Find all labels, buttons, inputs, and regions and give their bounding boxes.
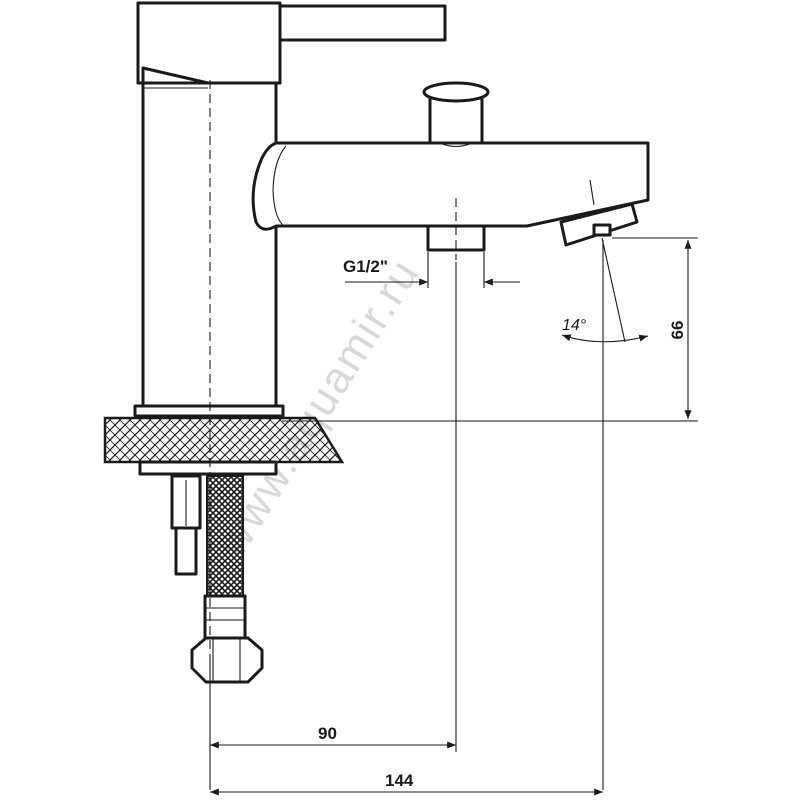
dimension-144: 144	[210, 771, 603, 796]
dimension-144-label: 144	[385, 771, 414, 790]
diverter-knob	[422, 81, 490, 148]
faucet-handle	[136, 1, 447, 94]
mounting-stud	[170, 474, 202, 576]
dimension-90: 90	[210, 724, 456, 749]
center-lines	[209, 80, 457, 660]
faucet-base	[103, 404, 345, 476]
dimension-66: 66	[668, 240, 692, 419]
thread-label: G1/2"	[343, 257, 388, 276]
extension-lines	[209, 237, 698, 790]
dimension-thread: G1/2"	[343, 257, 520, 286]
angle-14: 14°	[561, 237, 649, 343]
angle-label: 14°	[562, 317, 587, 334]
faucet-spout	[251, 141, 650, 247]
dimension-90-label: 90	[318, 724, 337, 743]
dimension-66-label: 66	[668, 321, 687, 340]
